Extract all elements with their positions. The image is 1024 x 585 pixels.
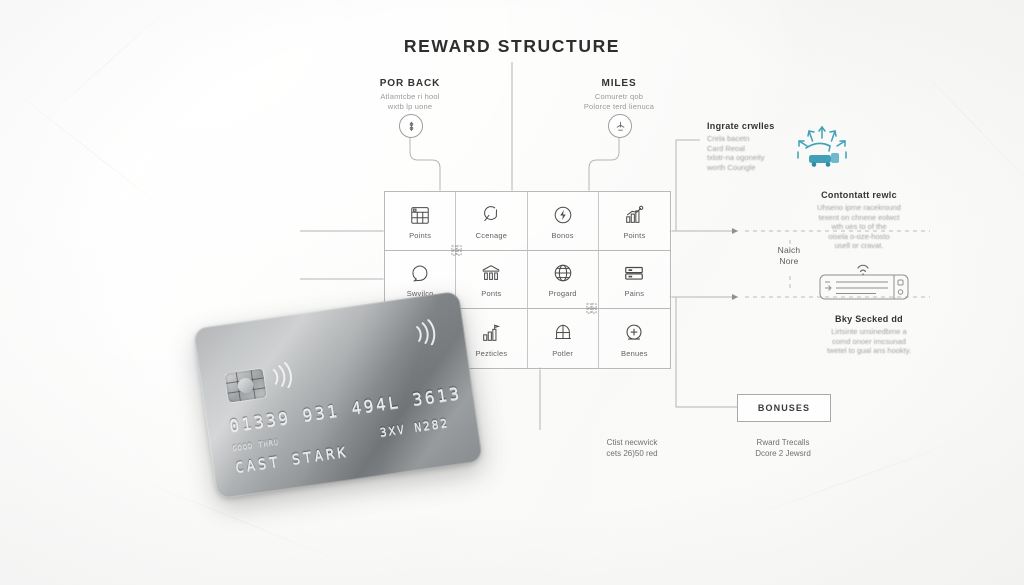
paper-crease: [0, 70, 193, 231]
grid-cell-label: Bonos: [551, 230, 574, 240]
car-rays-icon: [793, 122, 851, 181]
magnifier-icon: [480, 202, 502, 228]
grid-cell-label: Benues: [621, 348, 648, 358]
grid-cell[interactable]: Potler: [528, 309, 599, 368]
annotation-body-line: texent on chnene eolwct: [818, 212, 900, 222]
airplane-icon: [608, 114, 632, 138]
annotation-stay-secured: Bky Secked dd Lirtsinte unsinedbme a com…: [803, 314, 935, 356]
annotation-body-line: Lirtsinte unsinedbme a: [831, 327, 907, 336]
annotation-body-line: Crela bacetn: [707, 134, 750, 143]
contactless-icon: [412, 318, 440, 352]
grid-cell-label: Ponts: [481, 289, 502, 299]
grid-cell[interactable]: Ponts: [456, 250, 528, 310]
footnote-line: Ctist necwvick: [606, 438, 658, 447]
column-title: MILES: [601, 78, 637, 89]
plus-circle-icon: [623, 320, 645, 346]
column-subtitle-line-2: wxtb lp uone: [387, 102, 433, 111]
bonuses-box[interactable]: BONUSES: [737, 394, 831, 422]
server-stack-icon: [623, 260, 645, 286]
grid-cell-label: Points: [409, 230, 432, 240]
grid-cell[interactable]: Pains: [598, 251, 670, 310]
bar-chart-rising-icon: [623, 202, 645, 228]
calendar-grid-icon: [409, 202, 431, 228]
grid-cell-label: Pains: [624, 289, 645, 299]
contactless-card-icon: [816, 258, 912, 307]
annotation-body-line: twetel to gual ans hookty.: [826, 346, 912, 355]
contactless-icon: [269, 361, 297, 395]
grid-cell[interactable]: Ccenage: [456, 192, 528, 251]
footnote-line: cets 26)50 red: [606, 449, 658, 458]
grid-cell[interactable]: Points: [598, 192, 670, 251]
paper-crease: [35, 0, 185, 128]
match-note-line-1: Naich: [777, 245, 801, 255]
globe-icon: [552, 260, 574, 286]
emv-chip-icon: [223, 367, 268, 404]
column-header-miles: MILES Comuretr qob Polorce terd lienuca: [557, 78, 681, 112]
footnote-line: Dcore 2 Jewsrd: [755, 449, 811, 458]
column-subtitle-line-2: Polorce terd lienuca: [583, 102, 655, 111]
shield-globe-icon: [552, 320, 574, 346]
annotation-title: Contontatt rewlc: [821, 190, 897, 200]
coin-icon: [399, 114, 423, 138]
footnote-line: Rward Trecalls: [756, 438, 810, 447]
credit-card[interactable]: 01339 931 494L 3613 GOOD THRU 3XV N282 C…: [193, 290, 483, 500]
annotation-title: Ingrate crwlles: [707, 121, 775, 131]
column-header-cash-back: POR BACK Atlamtcbe ri hool wxtb lp uone: [348, 78, 472, 112]
grid-cell[interactable]: Benues: [599, 309, 670, 368]
footnote-card-network: Ctist necwvick cets 26)50 red: [567, 437, 697, 459]
annotation-integrate-rewards: Ingrate crwlles Crela bacetn Card Reoal …: [707, 121, 827, 172]
match-note: Naich Nore: [748, 245, 830, 267]
grid-cell-label: Pezticles: [475, 348, 508, 358]
annotation-contactless-rewards: Contontatt rewlc Uhseno ipme racekround …: [795, 190, 923, 251]
column-subtitle-line-1: Comuretr qob: [594, 92, 644, 101]
annotation-body-line: wth ues to of the: [831, 222, 887, 231]
grid-cell-label: Points: [623, 230, 646, 240]
annotation-body-line: txlotr-na ogoneity: [707, 153, 765, 162]
annotation-body-line: oisela o-oze-hosto: [828, 231, 890, 241]
grid-cell-label: Ccenage: [475, 230, 508, 240]
match-note-line-2: Nore: [779, 256, 799, 266]
annotation-body: Lirtsinte unsinedbme a comd onoer imcsun…: [803, 327, 935, 356]
grid-cell[interactable]: Points: [385, 192, 457, 251]
annotation-body-line: worth Coungle: [707, 162, 756, 172]
bonuses-box-label: BONUSES: [757, 403, 811, 413]
annotation-body-line: comd onoer imcsunad: [832, 336, 906, 346]
annotation-body-line: Card Reoal: [707, 143, 745, 153]
paper-crease: [893, 41, 1024, 200]
page-title: REWARD STRUCTURE: [403, 36, 621, 56]
column-subtitle-line-1: Atlamtcbe ri hool: [380, 92, 440, 101]
grid-cell[interactable]: Bonos: [527, 192, 599, 251]
bolt-circle-icon: [552, 202, 574, 228]
annotation-title: Bky Secked dd: [835, 314, 903, 324]
annotation-body-line: usell or cravat.: [834, 241, 884, 250]
grid-cell[interactable]: Progard: [527, 250, 599, 310]
grid-junction-marker: [586, 301, 597, 319]
grid-cell-label: Swvilco: [406, 289, 434, 299]
annotation-body: Crela bacetn Card Reoal txlotr-na ogonei…: [707, 134, 827, 172]
bank-icon: [480, 260, 502, 286]
speech-bubble-icon: [409, 260, 431, 286]
grid-cell-label: Potler: [552, 348, 574, 358]
grid-cell-label: Progard: [548, 289, 577, 299]
footnote-reward-recalls: Rward Trecalls Dcore 2 Jewsrd: [715, 437, 851, 459]
annotation-body-line: Uhseno ipme racekround: [817, 203, 901, 212]
annotation-body: Uhseno ipme racekround texent on chnene …: [795, 203, 923, 251]
grid-cell[interactable]: Pezticles: [456, 309, 528, 368]
bar-chart-flag-icon: [480, 320, 502, 346]
grid-junction-marker: [451, 243, 462, 261]
column-title: POR BACK: [379, 78, 441, 89]
